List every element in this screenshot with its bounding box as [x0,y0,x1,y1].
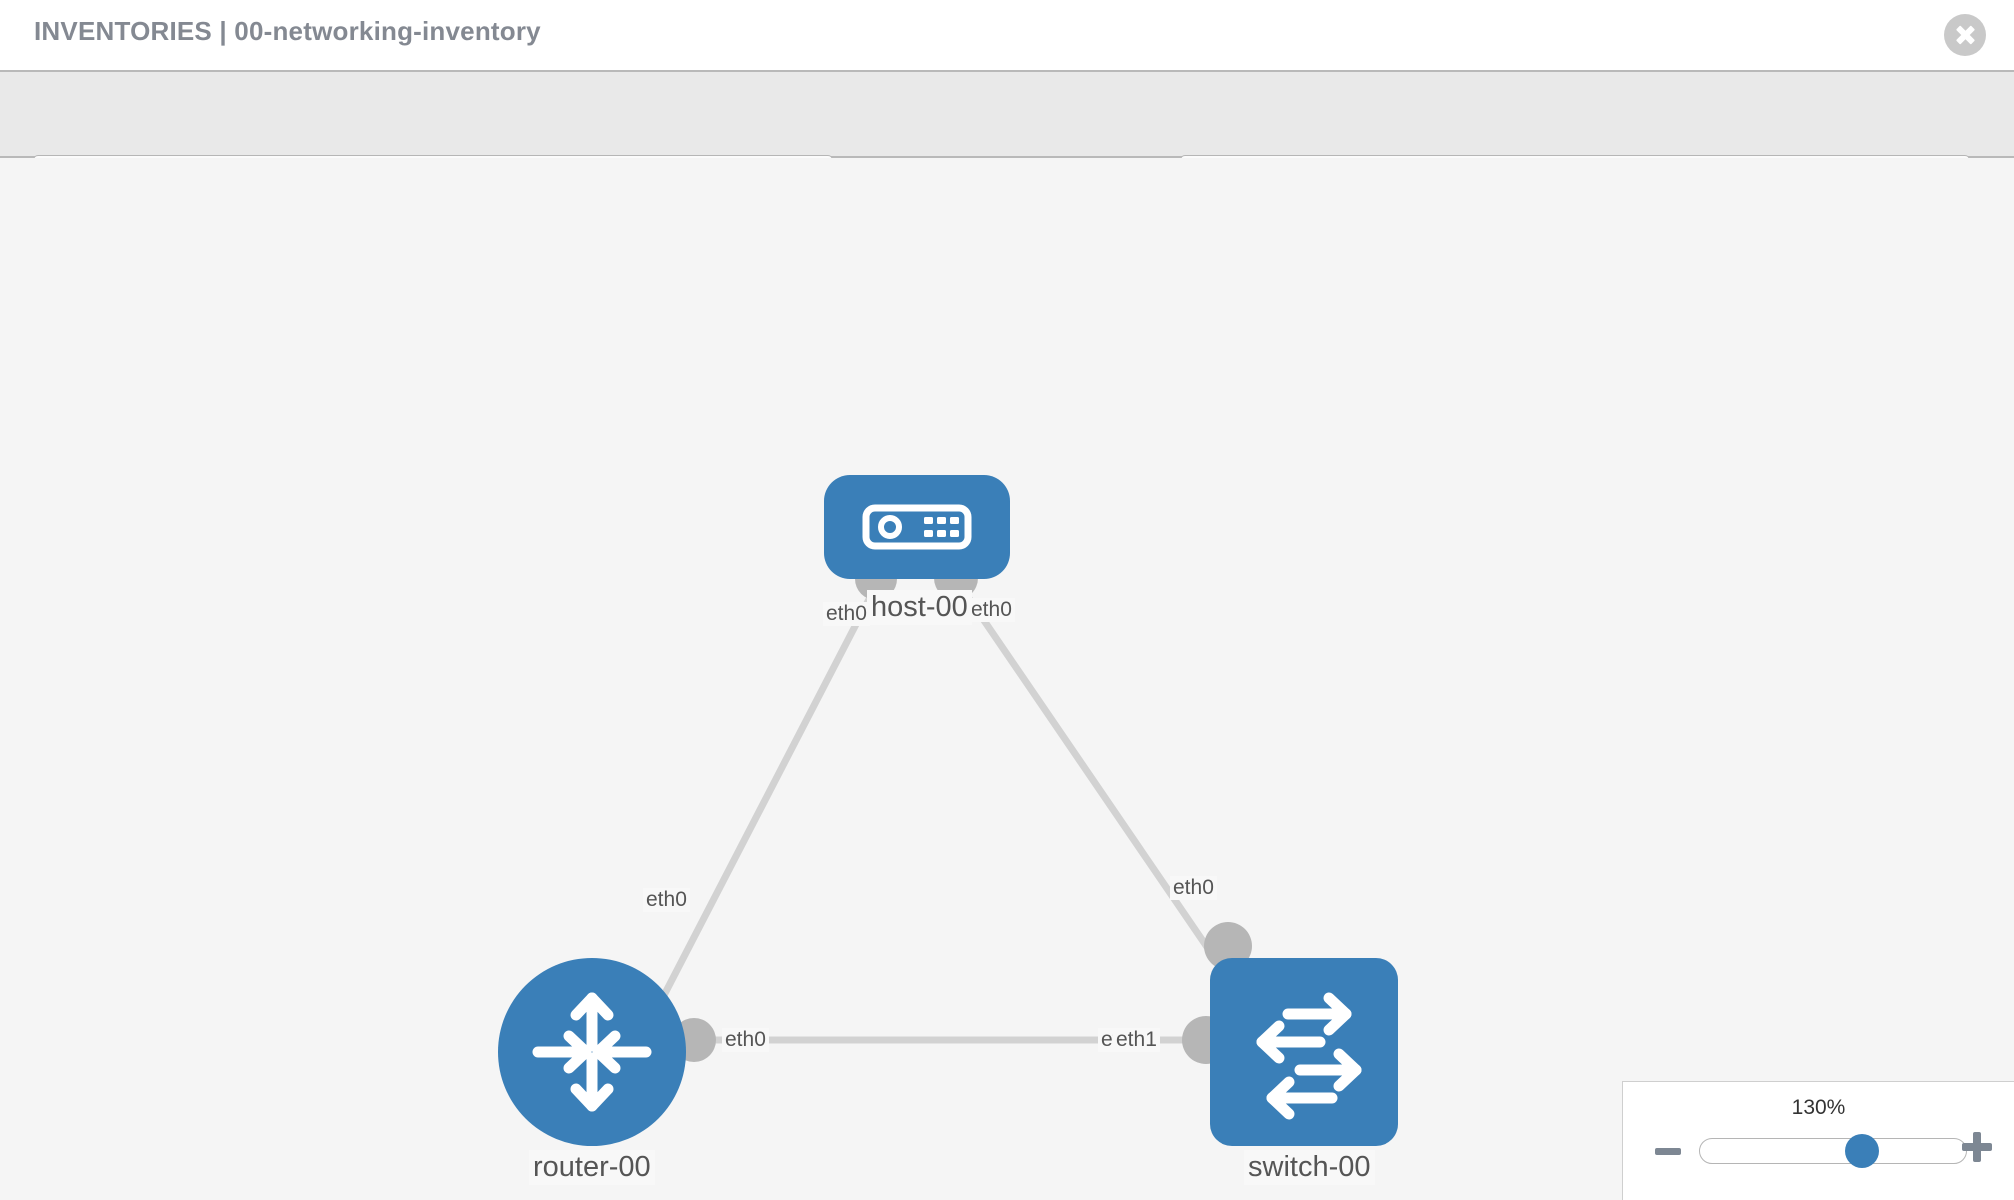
node-label-switch-00: switch-00 [1244,1150,1375,1185]
zoom-control-panel: 130% [1622,1081,2014,1200]
toolbar: ACTIONS SEARCH [0,70,2014,207]
link-host00-router00 [656,574,884,1007]
edge-label-switch-west-b: eth1 [1113,1028,1160,1052]
zoom-slider-knob[interactable] [1845,1134,1880,1168]
node-label-router-00: router-00 [529,1150,655,1185]
edge-label-router-east: eth0 [722,1028,769,1052]
minus-icon[interactable] [1655,1138,1681,1164]
close-icon[interactable] [1944,14,1986,56]
topology-links [656,574,1239,1044]
topology-node-host-00[interactable] [824,475,1010,579]
node-background-switch-00 [1210,958,1398,1146]
edge-label-host-left: eth0 [823,602,870,626]
topology-node-switch-00[interactable] [1210,958,1398,1146]
switch-arrows-icon [1210,958,1398,1146]
page-header: INVENTORIES | 00-networking-inventory [0,0,2014,70]
minus-icon-bar [1655,1148,1681,1155]
zoom-slider[interactable] [1699,1134,1967,1168]
topology-node-router-00[interactable] [498,958,686,1146]
link-host00-switch00 [951,574,1239,992]
node-label-host-00: host-00 [867,590,972,625]
edge-label-host-right: eth0 [968,598,1015,622]
page-title: INVENTORIES | 00-networking-inventory [34,16,541,46]
router-arrows-icon [498,958,686,1146]
zoom-level-value: 130% [1791,1096,1846,1119]
node-background-host-00 [824,475,1010,579]
plus-icon[interactable] [1962,1132,1992,1162]
edge-label-router-up: eth0 [643,888,690,912]
node-background-router-00 [498,958,686,1146]
server-appliance-icon [824,475,1010,579]
edge-label-switch-up: eth0 [1170,876,1217,900]
plus-icon-bar-v [1973,1132,1981,1162]
topology-canvas[interactable]: eth0 eth0 eth0 eth0 eth0 eth eth1 host-0… [0,158,2014,1200]
